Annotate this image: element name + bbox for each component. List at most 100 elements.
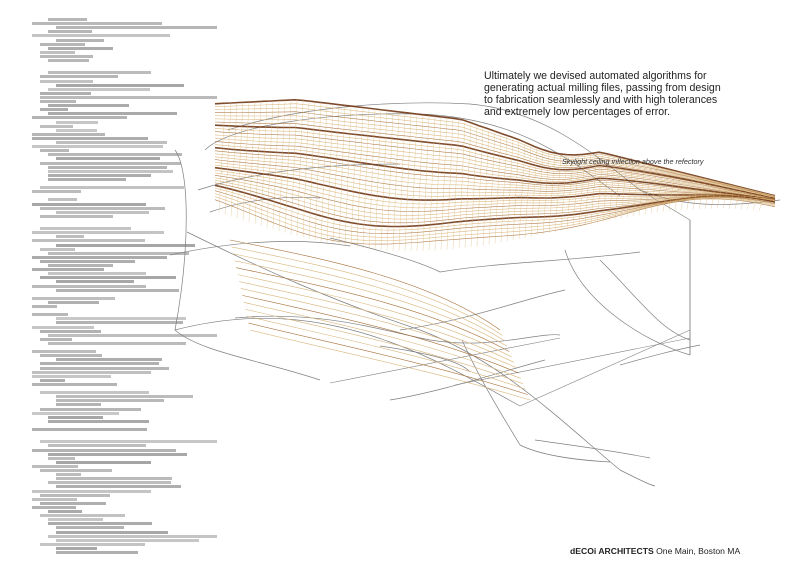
code-line — [32, 132, 106, 136]
code-line — [40, 493, 111, 497]
code-line — [48, 198, 78, 202]
intro-paragraph: Ultimately we devised automated algorith… — [484, 70, 721, 118]
code-line — [40, 362, 159, 366]
code-line — [56, 38, 104, 42]
section-line — [242, 101, 250, 221]
section-line — [542, 151, 550, 235]
code-line — [56, 395, 193, 399]
section-line — [338, 105, 346, 245]
code-line — [32, 296, 115, 300]
code-line — [32, 313, 68, 317]
section-line — [308, 101, 316, 239]
code-line — [56, 317, 186, 321]
code-line — [40, 501, 106, 505]
section-line — [392, 111, 400, 251]
lower-wing-rib — [243, 302, 521, 379]
section-line — [536, 149, 544, 236]
code-line — [56, 399, 164, 403]
code-line — [48, 264, 114, 267]
section-line — [296, 100, 304, 236]
outline-curve — [169, 241, 351, 256]
code-line — [32, 382, 117, 386]
code-line — [32, 305, 58, 308]
section-line — [488, 131, 496, 245]
section-line — [518, 142, 526, 240]
section-line — [224, 102, 232, 215]
section-line — [356, 107, 364, 248]
outline-curve — [389, 359, 546, 401]
outline-curve — [329, 237, 441, 273]
code-line — [40, 79, 94, 83]
section-line — [746, 190, 754, 210]
code-line — [40, 366, 169, 370]
milling-rib — [214, 159, 776, 201]
section-line — [620, 158, 628, 219]
lower-wing-rib — [234, 260, 508, 347]
code-line — [48, 444, 147, 448]
section-line — [452, 119, 460, 250]
code-line — [32, 428, 147, 431]
section-line — [446, 118, 454, 250]
code-line — [32, 370, 151, 374]
milling-rib — [214, 150, 776, 201]
code-line — [32, 448, 177, 452]
section-line — [758, 193, 766, 211]
section-line — [530, 147, 538, 237]
code-line — [48, 71, 151, 75]
section-line — [266, 100, 274, 228]
code-line — [40, 276, 176, 280]
code-line — [32, 190, 81, 194]
code-line — [32, 284, 147, 288]
outline-curve — [234, 315, 561, 344]
section-line — [422, 115, 430, 251]
lower-wing-rib — [233, 253, 505, 342]
code-line — [40, 407, 141, 411]
section-line — [524, 144, 532, 238]
milling-rib — [214, 198, 776, 245]
code-line — [48, 173, 152, 177]
code-line — [32, 350, 97, 354]
code-line — [32, 231, 164, 235]
section-line — [698, 178, 706, 209]
lower-wing-rib — [246, 315, 526, 390]
section-line — [440, 117, 448, 251]
milling-rib — [214, 170, 776, 205]
code-listing — [32, 18, 217, 558]
lower-wing-rib — [231, 246, 503, 336]
section-line — [314, 102, 322, 241]
code-line — [56, 538, 200, 542]
code-line — [56, 485, 182, 489]
code-line — [40, 50, 75, 54]
lower-wing-rib — [242, 295, 519, 374]
section-line — [602, 154, 610, 222]
milling-rib — [214, 107, 776, 197]
footer-credit: dECOi ARCHITECTS One Main, Boston MA — [570, 546, 780, 556]
section-line — [584, 153, 592, 226]
lower-wing-rib — [237, 274, 512, 358]
code-line — [48, 30, 92, 34]
section-line — [608, 155, 616, 221]
section-line — [302, 101, 310, 238]
section-line — [428, 116, 436, 251]
code-line — [48, 153, 182, 157]
section-line — [236, 102, 244, 219]
code-line — [56, 120, 99, 124]
section-line — [644, 164, 652, 215]
code-line — [32, 325, 95, 329]
milling-rib — [214, 162, 776, 201]
code-line — [40, 108, 68, 112]
section-line — [410, 113, 418, 252]
milling-rib — [214, 164, 776, 201]
drawing-caption: Skylight ceiling inflection above the re… — [562, 157, 704, 166]
section-line — [476, 126, 484, 247]
code-line — [40, 186, 184, 190]
section-line — [650, 166, 658, 214]
section-line — [710, 181, 718, 209]
milling-rib — [214, 156, 776, 201]
code-line — [40, 42, 86, 46]
code-line — [56, 210, 150, 214]
lower-wing-rib — [245, 308, 524, 385]
code-line — [56, 551, 138, 554]
code-line — [48, 272, 147, 276]
